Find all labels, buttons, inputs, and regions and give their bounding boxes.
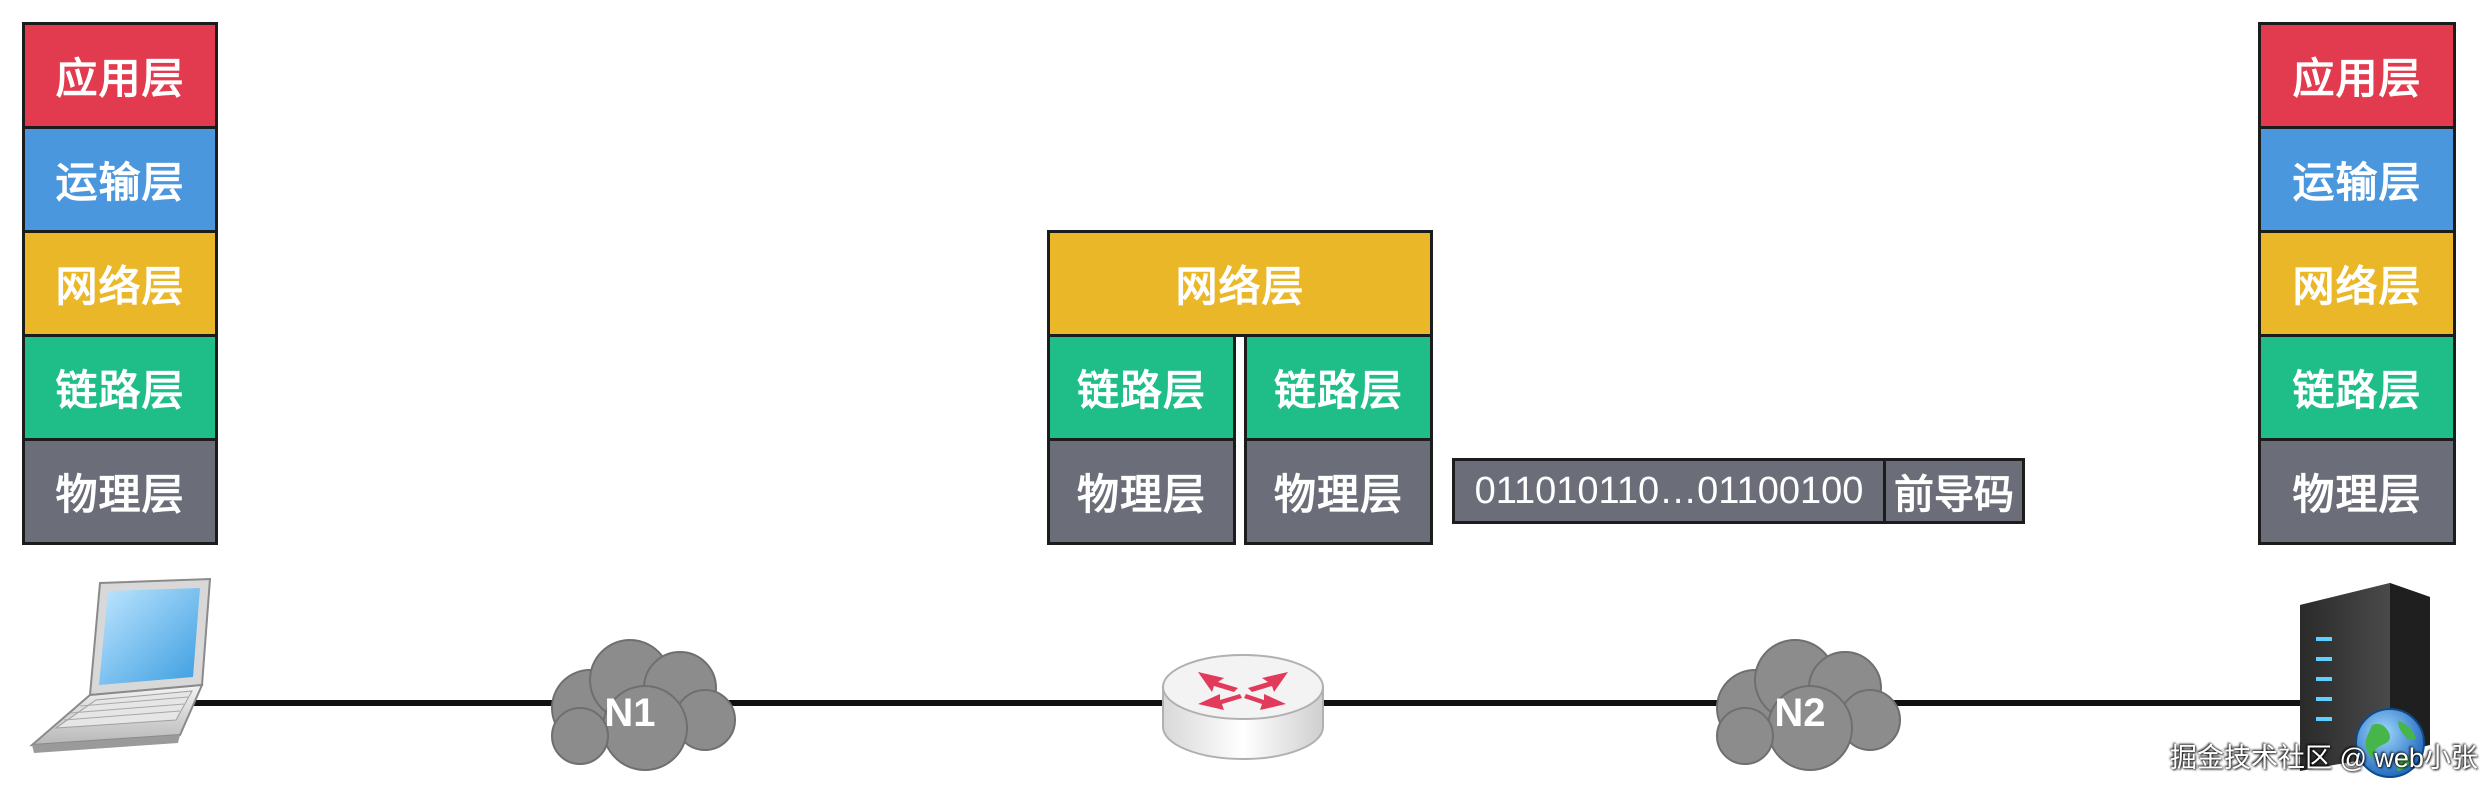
right-application-layer: 应用层	[2258, 22, 2456, 129]
watermark: 掘金技术社区 @ web小张	[2170, 743, 2478, 773]
network-n1-label: N1	[604, 691, 655, 735]
globe-icon	[2355, 708, 2425, 778]
network-n2-cloud: N2	[1716, 639, 1901, 771]
router-right-physical-layer: 物理层	[1244, 438, 1433, 545]
bit-stream: 011010110…01100100	[1452, 458, 1886, 524]
network-n1-cloud: N1	[551, 639, 736, 771]
server-icon	[2300, 583, 2430, 778]
laptop-icon	[29, 577, 212, 753]
left-physical-layer: 物理层	[22, 438, 218, 545]
right-link-layer: 链路层	[2258, 334, 2456, 441]
left-network-layer: 网络层	[22, 230, 218, 337]
right-network-layer: 网络层	[2258, 230, 2456, 337]
preamble: 前导码	[1883, 458, 2025, 524]
right-physical-layer: 物理层	[2258, 438, 2456, 545]
left-link-layer: 链路层	[22, 334, 218, 441]
router-left-link-layer: 链路层	[1047, 334, 1236, 441]
network-n2-label: N2	[1774, 691, 1825, 735]
router-network-layer: 网络层	[1047, 230, 1433, 337]
cloud-icon	[1716, 639, 1901, 771]
router-right-link-layer: 链路层	[1244, 334, 1433, 441]
router-icon	[1162, 654, 1324, 760]
router-left-physical-layer: 物理层	[1047, 438, 1236, 545]
cloud-icon	[551, 639, 736, 771]
left-transport-layer: 运输层	[22, 126, 218, 233]
left-application-layer: 应用层	[22, 22, 218, 129]
right-transport-layer: 运输层	[2258, 126, 2456, 233]
